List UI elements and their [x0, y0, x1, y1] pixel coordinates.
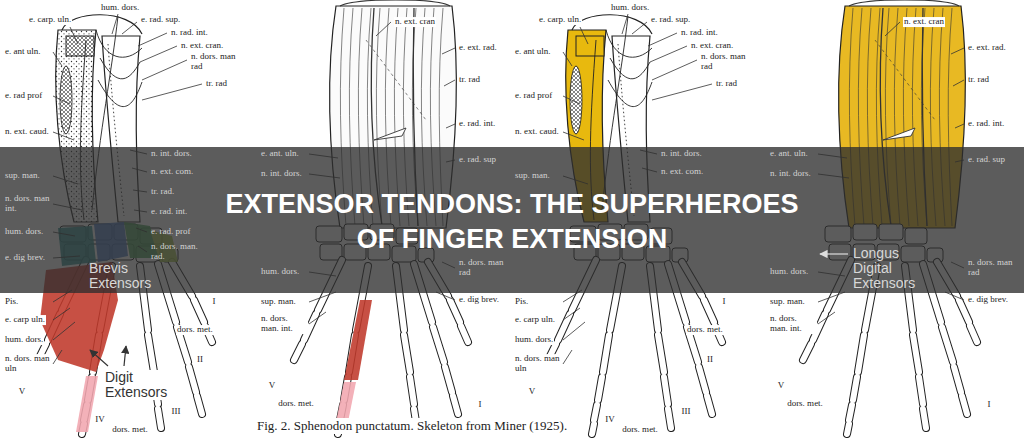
part-label: V: [528, 387, 537, 397]
part-label: e. rad. int.: [967, 119, 1005, 129]
part-label: e. dig brev.: [4, 253, 46, 263]
part-label: dors. met.: [176, 325, 214, 335]
part-label: e. ant uln.: [4, 47, 42, 57]
part-label: dors. met.: [786, 399, 824, 409]
callout-arrow: [820, 253, 848, 254]
hatched-block: [576, 36, 604, 56]
part-label: n. dors. man uln: [514, 354, 562, 374]
part-label: n. ext. cran: [394, 17, 436, 27]
callout-label: Longus Digital Extensors: [852, 246, 926, 291]
part-label: n. dors. man rad: [458, 258, 510, 278]
part-label: e. rad. int.: [150, 207, 188, 217]
part-label: IV: [94, 415, 106, 425]
part-label: n. int. dors.: [769, 169, 812, 179]
part-label: e. rad. prof: [150, 227, 191, 237]
part-label: n. dors. man. rad.: [150, 242, 212, 262]
title-text: EXTENSOR TENDONS: THE SUPERHEROES OF FIN…: [215, 187, 809, 257]
hatched-block: [66, 36, 94, 56]
part-label: hum. dors.: [610, 3, 650, 13]
part-label: dors. met.: [621, 425, 659, 435]
part-label: n. dors. man rad: [700, 52, 760, 72]
part-label: e. dig brev.: [967, 295, 1009, 305]
part-label: dors. met.: [277, 399, 315, 409]
part-label: I: [212, 297, 217, 307]
part-label: n. dors. man uln: [4, 354, 52, 374]
part-label: n. ext. cran: [903, 17, 945, 27]
title-band: [0, 147, 1024, 293]
part-label: e. carp. uln.: [538, 15, 582, 25]
part-label: e. carp uln.: [514, 315, 556, 325]
part-label: e. ant uln.: [514, 47, 552, 57]
part-label: n. ext. caud.: [514, 127, 560, 137]
part-label: e. rad. int.: [458, 119, 496, 129]
part-label: III: [171, 407, 182, 417]
part-label: tr. rad: [458, 75, 481, 85]
part-label: III: [681, 407, 692, 417]
part-label: n. ext. com.: [660, 167, 704, 177]
part-label: hum. dors.: [100, 3, 140, 13]
part-label: sup. man.: [514, 171, 551, 181]
part-label: dors. met.: [111, 425, 149, 435]
part-label: n. int. dors.: [150, 149, 193, 159]
part-label: n. ext. caud.: [4, 127, 50, 137]
part-label: n. dors. man. int.: [769, 314, 817, 334]
part-label: n. ext. cran.: [690, 41, 734, 51]
part-label: tr. rad: [205, 79, 228, 89]
part-label: n. dors. man. int.: [260, 314, 308, 334]
part-label: sup. man.: [4, 171, 41, 181]
part-label: e. dig brev.: [458, 295, 500, 305]
part-label: e. rad. sup: [967, 155, 1006, 165]
colored-tendon: [334, 300, 372, 432]
part-label: IV: [604, 415, 616, 425]
part-label: V: [268, 381, 277, 391]
part-label: n. ext. com.: [150, 167, 194, 177]
part-label: tr. rad: [967, 75, 990, 85]
part-label: e. ant. uln.: [769, 149, 809, 159]
part-label: n. dors. man rad: [190, 52, 250, 72]
part-label: tr. rad: [715, 79, 738, 89]
part-label: n. int. dors.: [660, 149, 703, 159]
part-label: e. ant. uln.: [260, 149, 300, 159]
part-label: e. ext. rad.: [458, 43, 498, 53]
part-label: tr. rad.: [150, 187, 175, 197]
part-label: sup. man.: [769, 297, 806, 307]
part-label: e. rad. sup.: [650, 15, 691, 25]
callout-label: Brevis Extensors: [88, 261, 160, 291]
part-label: II: [196, 355, 204, 365]
part-label: Pis.: [4, 297, 19, 307]
part-label: hum. dors.: [769, 267, 809, 277]
part-label: I: [987, 400, 992, 410]
part-label: n. rad. int.: [680, 28, 719, 38]
callout-arrows: [90, 346, 126, 366]
part-label: I: [722, 297, 727, 307]
part-label: hum. dors.: [514, 335, 554, 345]
part-label: sup. man.: [260, 297, 297, 307]
callout-label: Digit Extensors: [104, 370, 176, 400]
part-label: n. int. dors.: [260, 169, 303, 179]
part-label: e. rad. sup.: [140, 15, 181, 25]
part-label: e. carp uln.: [4, 315, 46, 325]
part-label: hum. dors.: [4, 335, 44, 345]
part-label: n. dors. man int.: [4, 194, 52, 214]
part-label: e. ext. rad.: [967, 43, 1007, 53]
part-label: I: [478, 400, 483, 410]
part-label: dors. met.: [686, 325, 724, 335]
figure-caption: Fig. 2. Sphenodon punctatum. Skeleton fr…: [255, 418, 569, 434]
part-label: e. rad prof: [514, 91, 553, 101]
part-label: n. ext. cran.: [180, 41, 224, 51]
part-label: n. rad. int.: [170, 28, 209, 38]
part-label: Pis.: [514, 297, 529, 307]
part-label: V: [18, 387, 27, 397]
part-label: V: [777, 381, 786, 391]
part-label: n. dors. man rad: [967, 258, 1019, 278]
part-label: hum. dors.: [4, 227, 44, 237]
part-label: hum. dors.: [260, 267, 300, 277]
part-label: II: [706, 355, 714, 365]
part-label: e. rad. sup: [458, 155, 497, 165]
part-label: e. rad prof: [4, 91, 43, 101]
part-label: e. carp. uln.: [28, 15, 72, 25]
